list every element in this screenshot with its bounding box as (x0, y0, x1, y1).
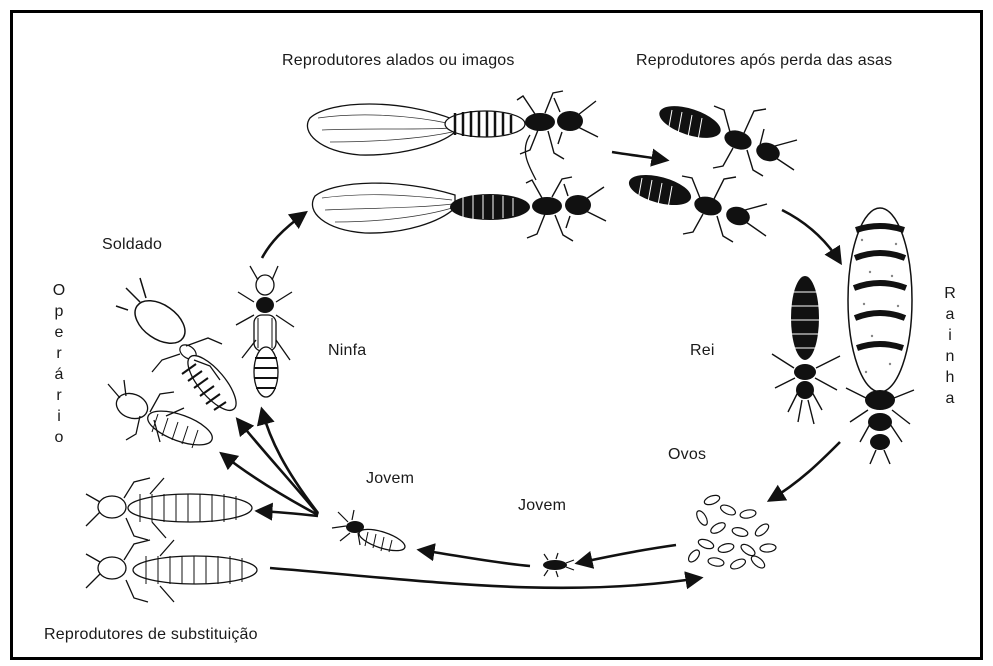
label-young-upper: Jovem (366, 470, 414, 488)
label-soldier: Soldado (102, 236, 162, 254)
queen-termite (846, 208, 914, 464)
label-queen-vertical: R a i n h a (940, 283, 960, 409)
label-nymph: Ninfa (328, 342, 366, 360)
winged-reproductor-bottom (312, 177, 606, 241)
dealate-reproductor-bottom (626, 169, 767, 242)
dealate-reproductor-top (656, 100, 797, 176)
worker-termite-2 (86, 478, 252, 540)
label-winged-reproductors: Reprodutores alados ou imagos (282, 52, 515, 70)
nymph-termite (236, 266, 294, 397)
label-replacement-reproductors: Reprodutores de substituição (44, 626, 258, 644)
egg-cluster (686, 494, 776, 572)
young-larva-small (543, 553, 574, 577)
label-young-lower: Jovem (518, 497, 566, 515)
label-worker-vertical: O p e r á r i o (49, 280, 69, 448)
worker-termite-1 (108, 380, 216, 452)
label-king: Rei (690, 342, 715, 360)
label-dealate-reproductors: Reprodutores após perda das asas (636, 52, 892, 70)
worker-termite-3 (86, 540, 257, 602)
young-termite (332, 510, 407, 555)
label-eggs: Ovos (668, 446, 706, 464)
winged-reproductor-top (307, 91, 598, 180)
king-termite (772, 276, 840, 424)
